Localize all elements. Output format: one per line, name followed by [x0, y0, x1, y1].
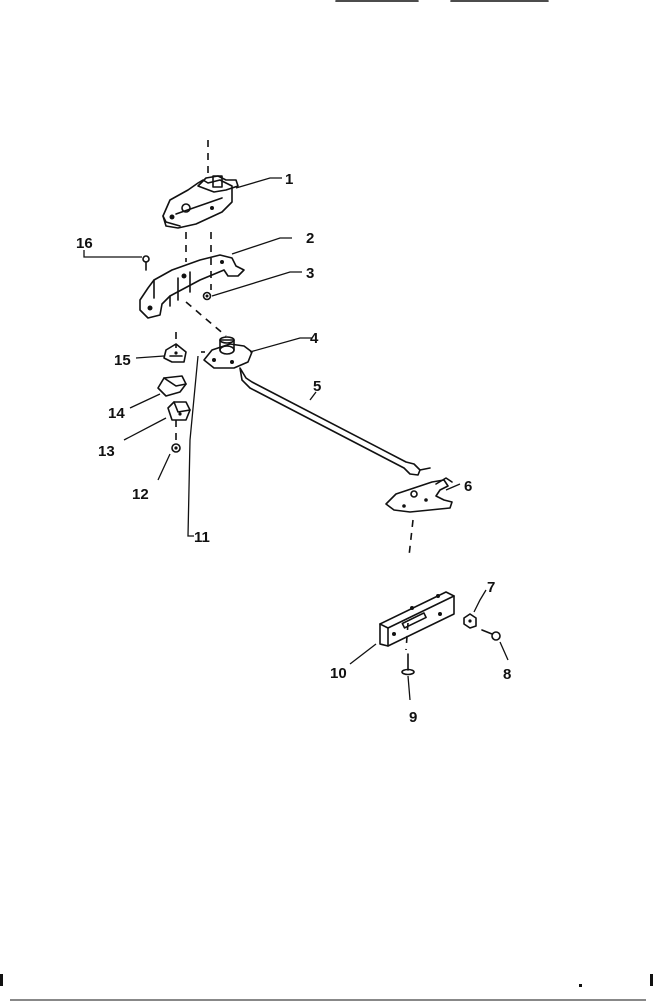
leader-lines — [83, 177, 509, 701]
callout-13: 13 — [98, 443, 115, 460]
callout-9: 9 — [409, 709, 417, 726]
callout-12: 12 — [132, 486, 149, 503]
cam-lever-part — [203, 336, 253, 369]
nut-part-12 — [171, 443, 181, 453]
callout-labels: 1 2 3 4 5 6 7 8 9 10 11 12 13 14 15 16 — [76, 171, 511, 726]
thermostat-control-part — [162, 175, 239, 229]
callout-10: 10 — [330, 665, 347, 682]
callout-11: 11 — [194, 529, 210, 546]
callout-14: 14 — [108, 405, 125, 422]
callout-1: 1 — [285, 171, 293, 188]
screw-part-16 — [142, 255, 150, 271]
screw-part-8 — [481, 629, 501, 641]
page-border-marks — [0, 974, 653, 1001]
callout-5: 5 — [313, 378, 321, 395]
clip-part-15 — [163, 343, 187, 363]
callout-15: 15 — [114, 352, 131, 369]
callout-16: 16 — [76, 235, 93, 252]
block-part-13 — [167, 401, 191, 421]
screw-part-9 — [401, 653, 415, 676]
clip-part-7 — [463, 613, 477, 629]
block-part-14 — [157, 375, 187, 397]
mounting-plate-part — [379, 591, 455, 647]
callout-8: 8 — [503, 666, 511, 683]
callout-2: 2 — [306, 230, 314, 247]
callout-7: 7 — [487, 579, 495, 596]
callout-6: 6 — [464, 478, 472, 495]
callout-4: 4 — [310, 330, 319, 347]
callout-3: 3 — [306, 265, 314, 282]
linkage-plate-part — [385, 477, 453, 513]
actuator-rod-part — [239, 367, 431, 476]
mounting-bracket-part — [139, 254, 245, 319]
nut-part-3 — [202, 291, 212, 301]
